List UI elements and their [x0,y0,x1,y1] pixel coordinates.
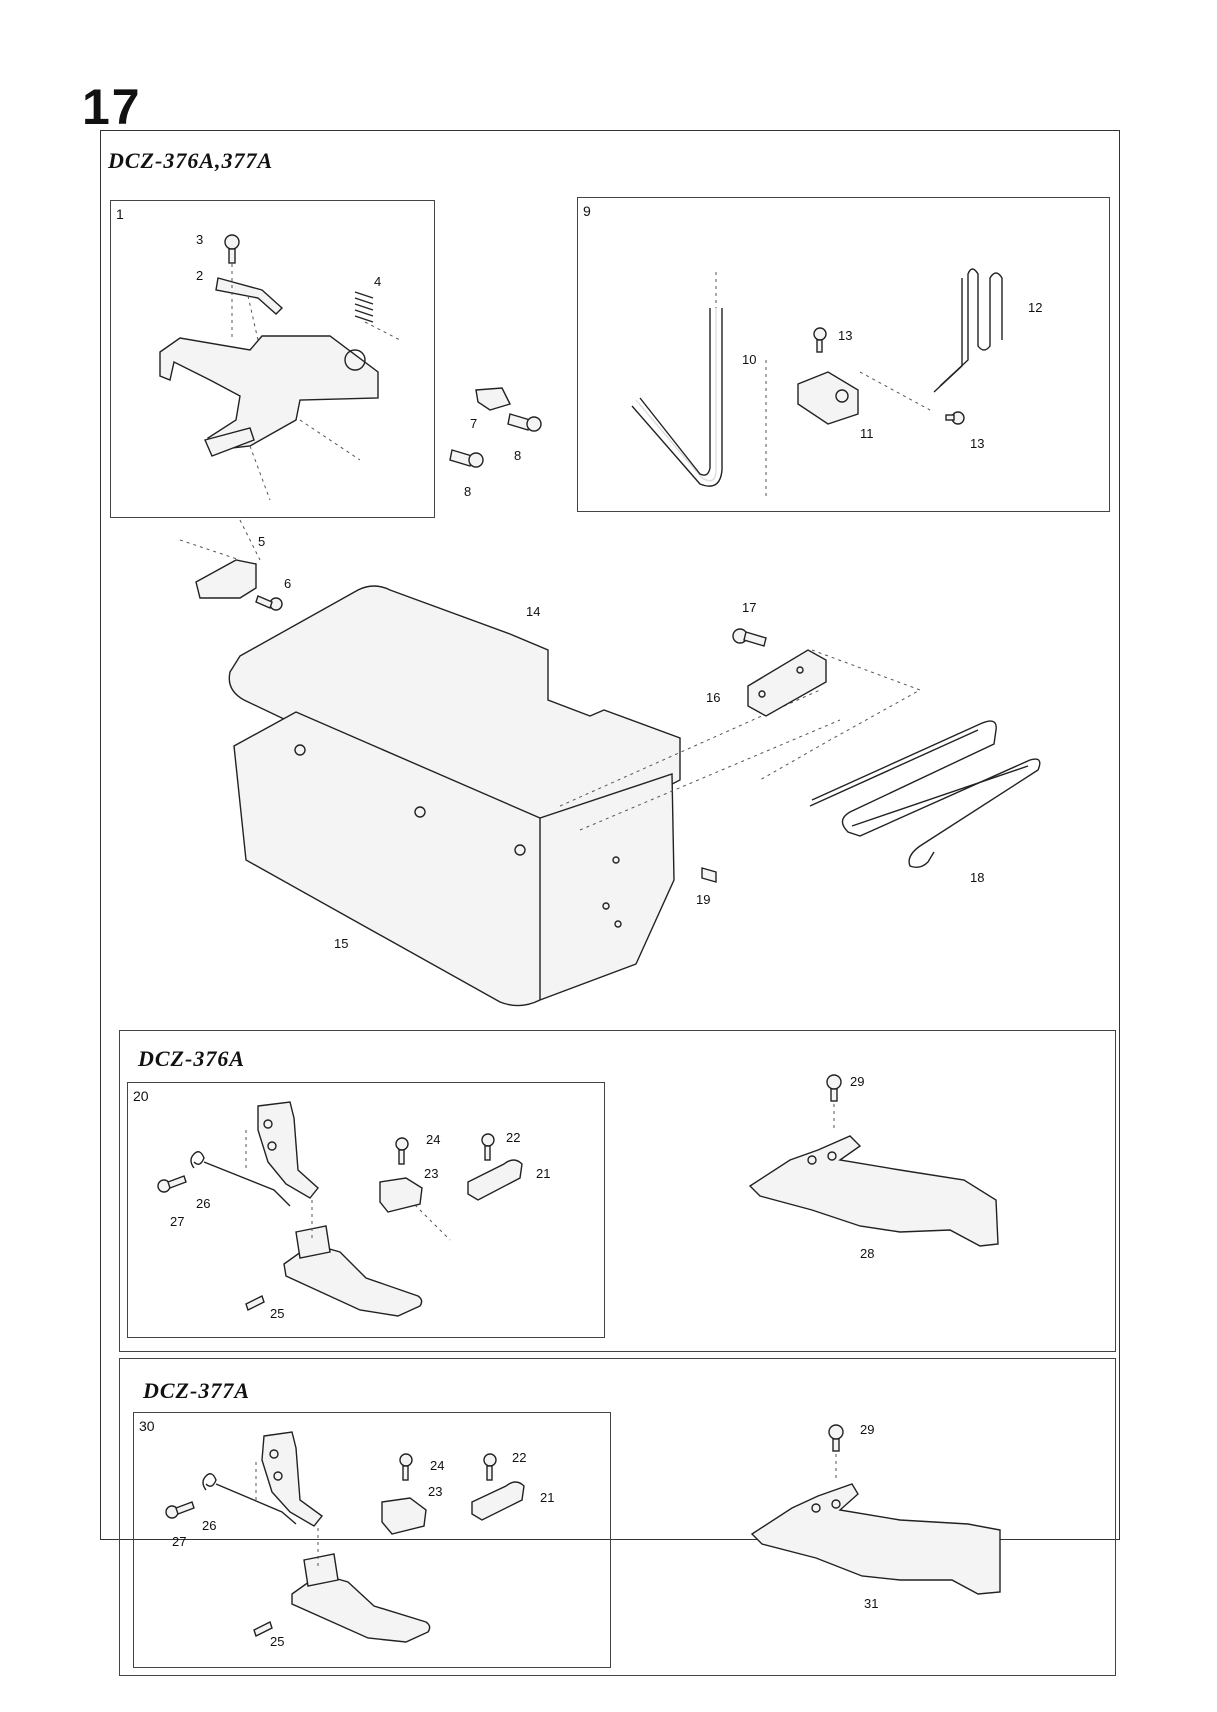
label-part-21a: 21 [536,1166,550,1181]
part-20-foot [283,1225,423,1317]
box-number-9: 9 [583,203,591,219]
section-title-main: DCZ-376A,377A [108,148,274,173]
label-part-16: 16 [706,690,720,705]
part-27-screw-b [165,1501,195,1519]
label-part-26a: 26 [196,1196,210,1211]
part-30-presser-bar [261,1431,324,1527]
section-dcz-377a-lower [119,1358,1116,1676]
part-13-screw-a [813,327,827,353]
part-29-screw-a [826,1074,842,1102]
part-16-block [747,649,827,717]
label-part-29a: 29 [850,1074,864,1089]
page-number: 17 [82,79,142,135]
label-part-22a: 22 [506,1130,520,1145]
label-part-6: 6 [284,576,291,591]
label-part-23a: 23 [424,1166,438,1181]
label-part-26b: 26 [202,1518,216,1533]
section-title-dcz-377a: DCZ-377A [143,1378,250,1403]
label-part-10: 10 [742,352,756,367]
part-15-table-box [233,711,675,1007]
part-22-screw-b [483,1453,497,1481]
label-part-25b: 25 [270,1634,284,1649]
label-part-5: 5 [258,534,265,549]
label-part-21b: 21 [540,1490,554,1505]
label-part-2: 2 [196,268,203,283]
part-26-spring-b [202,1473,297,1525]
part-23-block-b [381,1497,427,1535]
assembly-box-9 [577,197,1110,512]
label-part-22b: 22 [512,1450,526,1465]
label-part-11: 11 [860,426,874,441]
label-part-24a: 24 [426,1132,440,1147]
part-24-screw-a [395,1137,409,1165]
part-10-l-rod [631,308,723,487]
label-part-17: 17 [742,600,756,615]
part-28-edge-guide [748,1135,999,1247]
box-number-20: 20 [133,1088,149,1104]
label-part-31: 31 [864,1596,878,1611]
label-part-14: 14 [526,604,540,619]
label-part-25a: 25 [270,1306,284,1321]
assembly-box-1 [110,200,435,518]
part-4-spring [354,291,374,323]
part-18-wire-guide [809,720,1041,869]
assembly-box-30 [133,1412,611,1668]
label-part-15: 15 [334,936,348,951]
part-2-plate [215,277,284,315]
part-30-foot [291,1553,431,1643]
label-part-8b: 8 [464,484,471,499]
part-8-screw-a [507,413,542,432]
label-part-23b: 23 [428,1484,442,1499]
part-17-screw [732,628,767,647]
box-number-30: 30 [139,1418,155,1434]
part-8-screw-b [449,449,484,468]
label-part-8a: 8 [514,448,521,463]
part-19-setscrew [701,867,717,883]
part-5-bracket [195,559,257,599]
part-1-bracket [159,335,379,457]
label-part-3: 3 [196,232,203,247]
part-13-screw-b [945,411,965,425]
label-part-27a: 27 [170,1214,184,1229]
part-22-screw-a [481,1133,495,1161]
label-part-18: 18 [970,870,984,885]
part-6-screw [255,595,283,611]
section-dcz-376a [119,1030,1116,1352]
part-12-bent-rod [933,268,1003,393]
label-part-12: 12 [1028,300,1042,315]
label-part-4: 4 [374,274,381,289]
part-25-pin-a [245,1295,265,1311]
part-24-screw-b [399,1453,413,1481]
label-part-7: 7 [470,416,477,431]
label-part-24b: 24 [430,1458,444,1473]
part-31-edge-guide [750,1483,1001,1595]
part-20-presser-bar [257,1101,319,1199]
part-7-clip [475,387,511,411]
part-23-block-a [379,1177,423,1213]
part-21-plate-b [471,1481,525,1521]
part-21-plate-a [467,1159,523,1201]
assembly-box-20 [127,1082,605,1338]
part-27-screw-a [157,1175,187,1193]
label-part-28: 28 [860,1246,874,1261]
section-title-dcz-376a: DCZ-376A [138,1046,245,1071]
label-part-13a: 13 [838,328,852,343]
label-part-13b: 13 [970,436,984,451]
part-3-screw [224,234,240,264]
part-25-pin-b [253,1621,273,1637]
part-29-screw-b [828,1424,844,1452]
part-11-block [797,371,859,425]
box-number-1: 1 [116,206,124,222]
label-part-27b: 27 [172,1534,186,1549]
label-part-29b: 29 [860,1422,874,1437]
label-part-19: 19 [696,892,710,907]
part-26-spring-a [190,1151,291,1207]
